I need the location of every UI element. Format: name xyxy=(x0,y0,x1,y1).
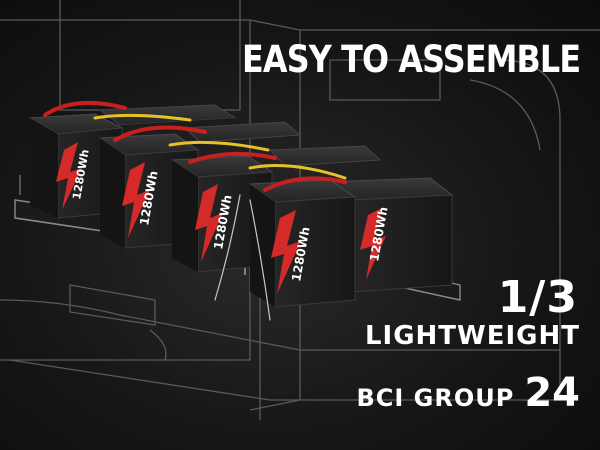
group-number: 24 xyxy=(524,370,580,416)
battery-unit: 1280Wh xyxy=(248,179,357,308)
weight-fraction: 1/3 xyxy=(497,272,578,323)
battery-cables xyxy=(43,100,347,321)
weight-label: LIGHTWEIGHT xyxy=(364,321,580,351)
battery-unit xyxy=(183,121,302,143)
group-spec: BCI GROUP 24 xyxy=(356,370,580,416)
battery-unit xyxy=(268,145,382,167)
battery-group: 1280Wh 1280Wh 1280Wh xyxy=(28,104,454,308)
group-label: BCI GROUP xyxy=(356,384,515,412)
headline: EASY TO ASSEMBLE xyxy=(241,38,581,81)
